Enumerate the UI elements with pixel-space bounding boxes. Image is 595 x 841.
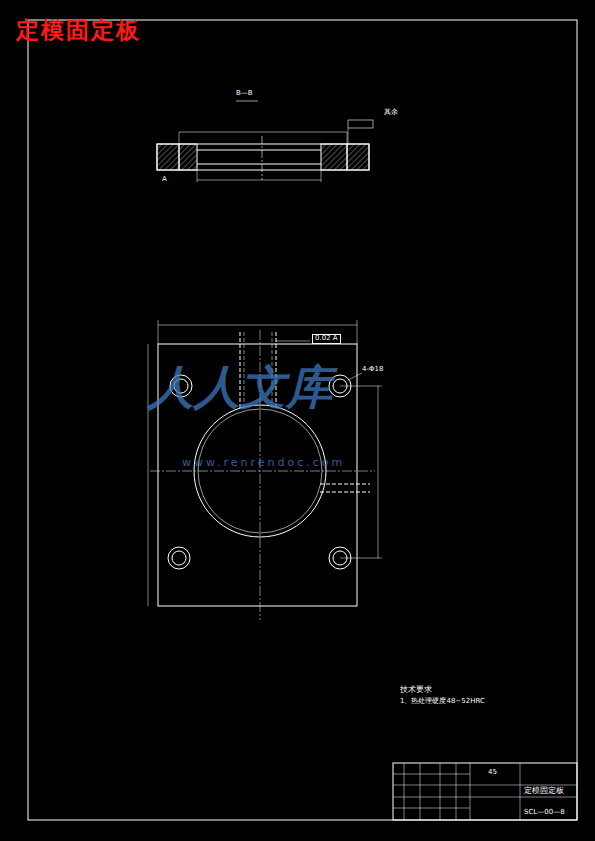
- drawing-number: SCL—00—8: [524, 809, 565, 817]
- tech-req-note: 1、热处理硬度48~52HRC: [400, 698, 485, 706]
- tech-req-heading: 技术要求: [400, 686, 432, 695]
- hole-note: 4-Φ18: [362, 366, 383, 374]
- tolerance-frame: 0.02 A: [312, 334, 341, 344]
- roughness-note: 其余: [384, 109, 398, 117]
- title-block-name: 定模固定板: [524, 787, 564, 796]
- material-cell: 45: [488, 769, 497, 777]
- section-label: B—B: [236, 90, 253, 98]
- watermark: 人人文库: [148, 362, 332, 413]
- drawing-title: 定模固定板: [16, 18, 141, 43]
- datum-letter: A: [162, 176, 167, 184]
- watermark-url: www.renrendoc.com: [182, 457, 345, 469]
